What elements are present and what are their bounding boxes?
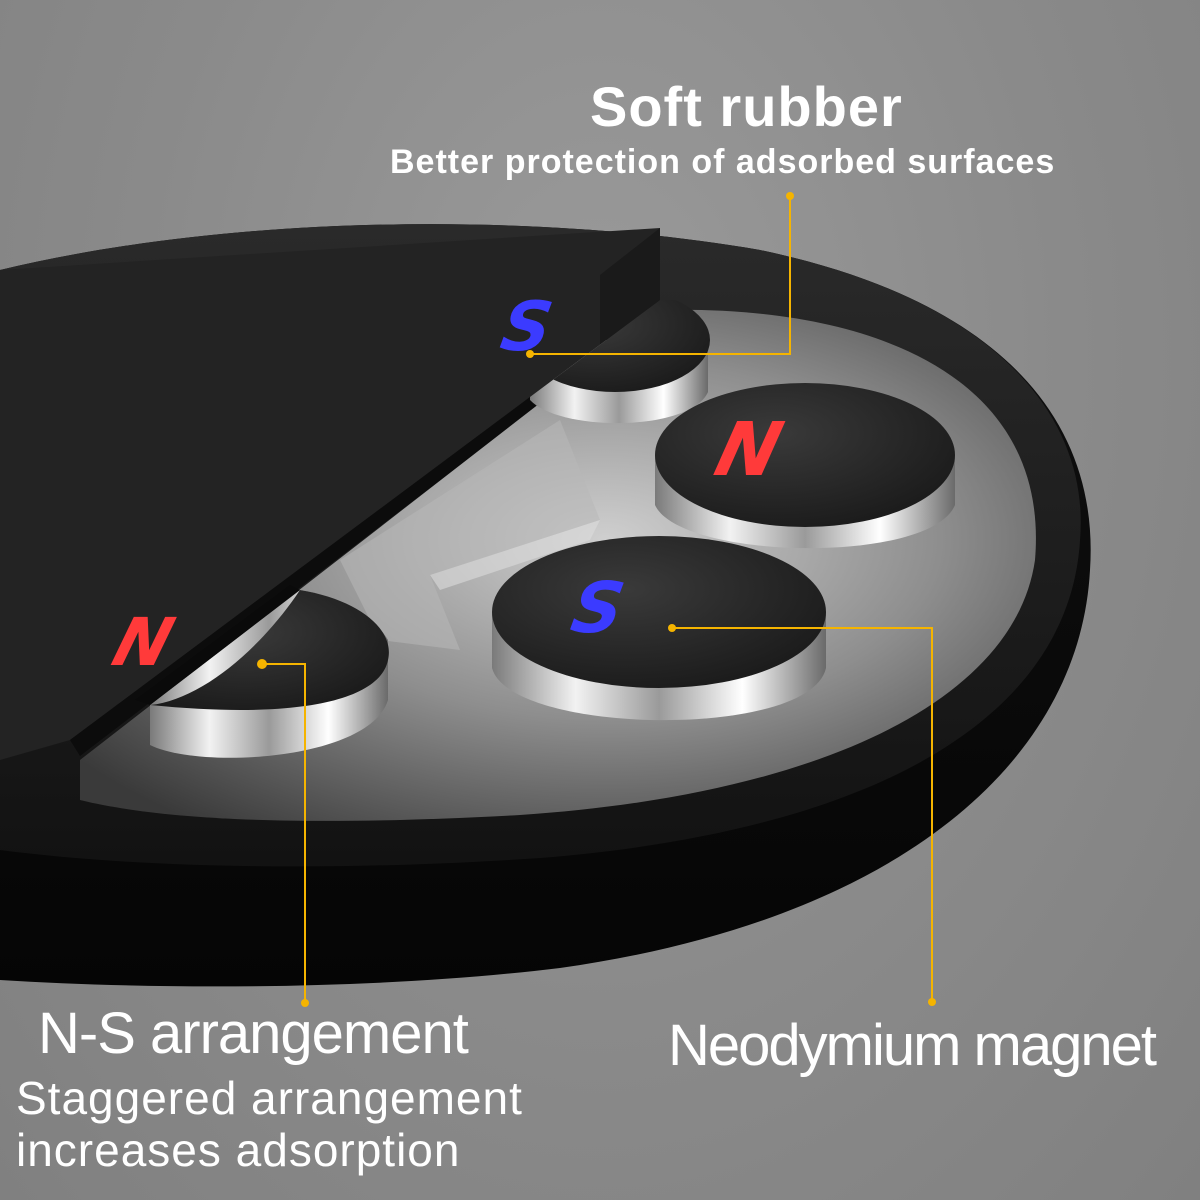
leader-dot xyxy=(928,998,936,1006)
leader-dot xyxy=(526,350,534,358)
soft-rubber-subtitle: Better protection of adsorbed surfaces xyxy=(390,143,1056,181)
leader-dot xyxy=(668,624,676,632)
leader-dot xyxy=(786,192,794,200)
neodymium-magnet-title: Neodymium magnet xyxy=(668,1013,1157,1078)
ns-arrangement-subtitle-line: Staggered arrangement xyxy=(16,1072,523,1124)
magnet-disc xyxy=(655,383,955,549)
ns-arrangement-subtitle: Staggered arrangement increases adsorpti… xyxy=(16,1072,523,1176)
ns-arrangement-title: N-S arrangement xyxy=(38,1001,469,1066)
soft-rubber-title: Soft rubber xyxy=(590,75,903,138)
leader-line-soft-rubber xyxy=(530,196,791,355)
leader-line-ns xyxy=(262,663,306,1003)
magnet-disc xyxy=(135,585,389,758)
ns-arrangement-subtitle-line: increases adsorption xyxy=(16,1124,461,1176)
leader-line-neodymium xyxy=(672,627,933,1002)
magnet-disc xyxy=(492,536,826,721)
leader-dot xyxy=(257,659,267,669)
leader-dot xyxy=(301,999,309,1007)
